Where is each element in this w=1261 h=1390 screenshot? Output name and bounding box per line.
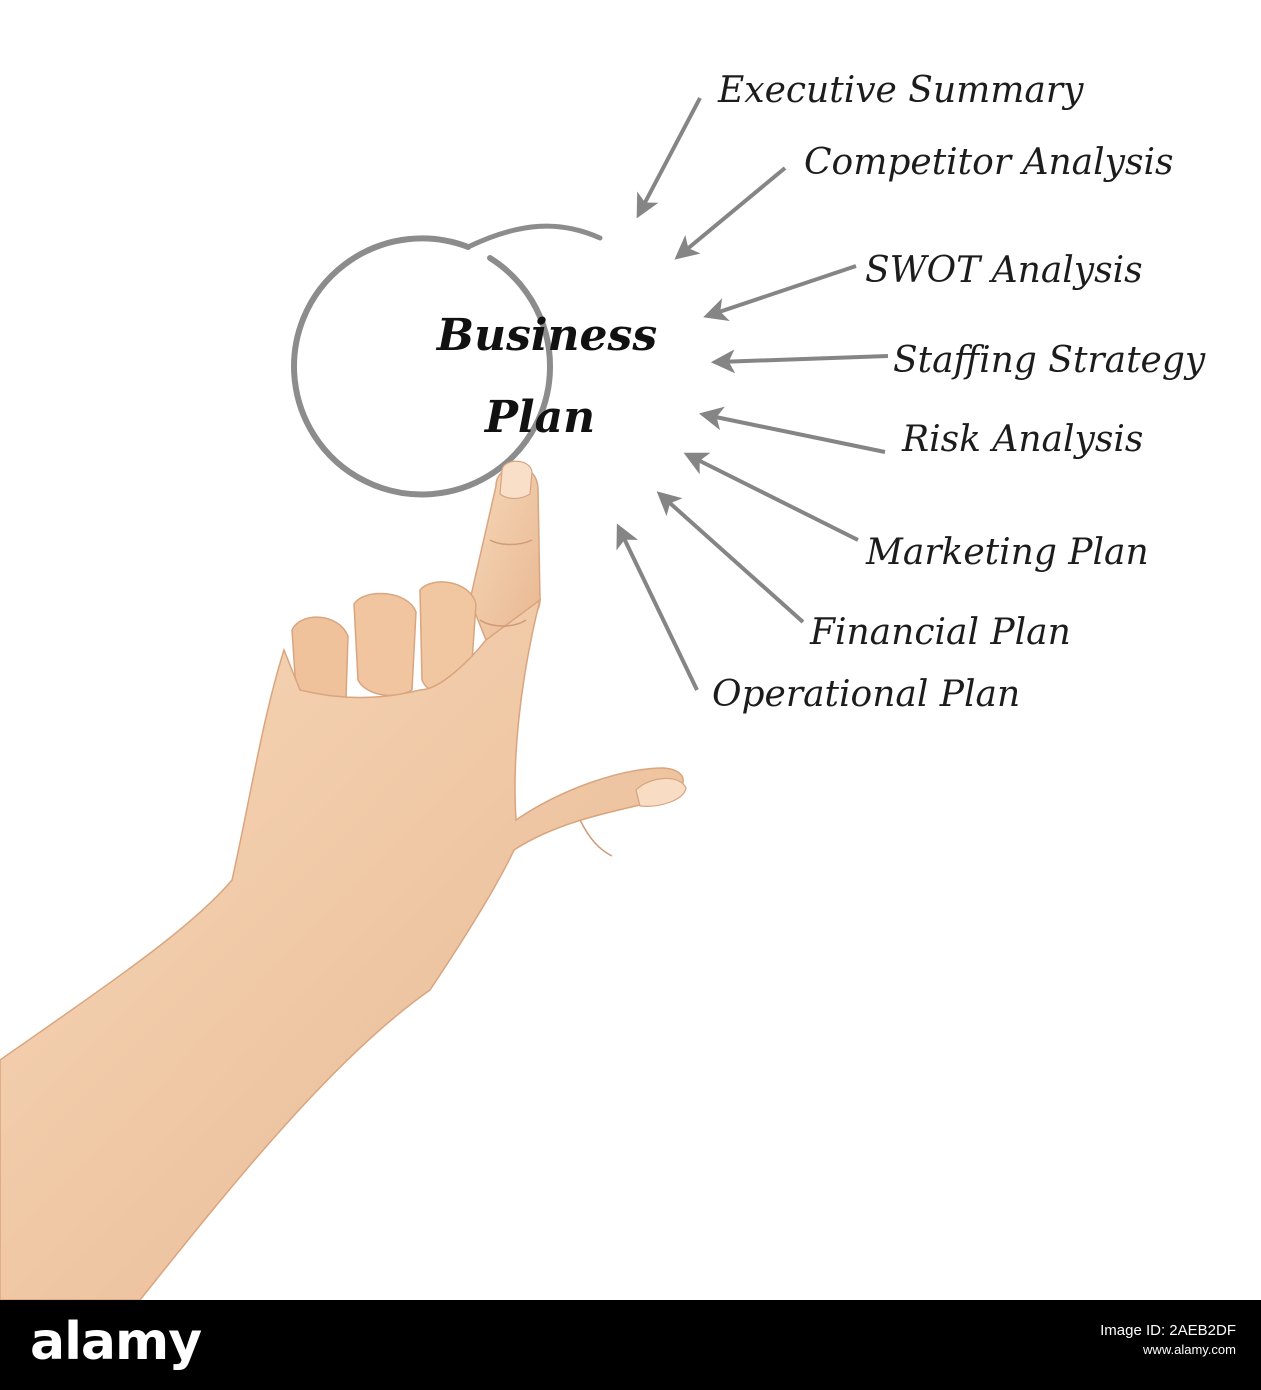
arrow-icon [710,349,889,374]
label-marketing-plan: Marketing Plan [865,532,1149,573]
arrow-icon [674,166,787,260]
label-risk-analysis: Risk Analysis [901,419,1143,460]
label-financial-plan: Financial Plan [809,612,1071,653]
image-id-block: Image ID: 2AEB2DF www.alamy.com [1100,1322,1236,1357]
arrow-icon [656,491,805,624]
center-ring [291,223,603,498]
stock-url: www.alamy.com [1143,1342,1236,1357]
arrow-icon [616,523,699,691]
arrow-icon [698,406,886,454]
label-staffing-strategy: Staffing Strategy [893,340,1206,381]
label-executive-summary: Executive Summary [717,70,1084,111]
arrow-icon [683,452,859,542]
label-competitor-analysis: Competitor Analysis [804,142,1173,183]
label-operational-plan: Operational Plan [712,674,1020,715]
image-id: Image ID: 2AEB2DF [1100,1322,1236,1339]
pointing-hand-icon [0,460,687,1300]
footer-bar [0,1300,1261,1390]
center-title-line-2: Plan [483,392,595,443]
center-title-line-1: Business [435,310,657,361]
label-swot-analysis: SWOT Analysis [865,250,1143,291]
arrow-icon [636,97,702,219]
arrows-group [616,97,889,691]
stock-logo: alamy [30,1312,202,1372]
arrow-icon [703,264,857,322]
business-plan-diagram: Business Plan Executive Summary Competit… [0,70,1206,1300]
